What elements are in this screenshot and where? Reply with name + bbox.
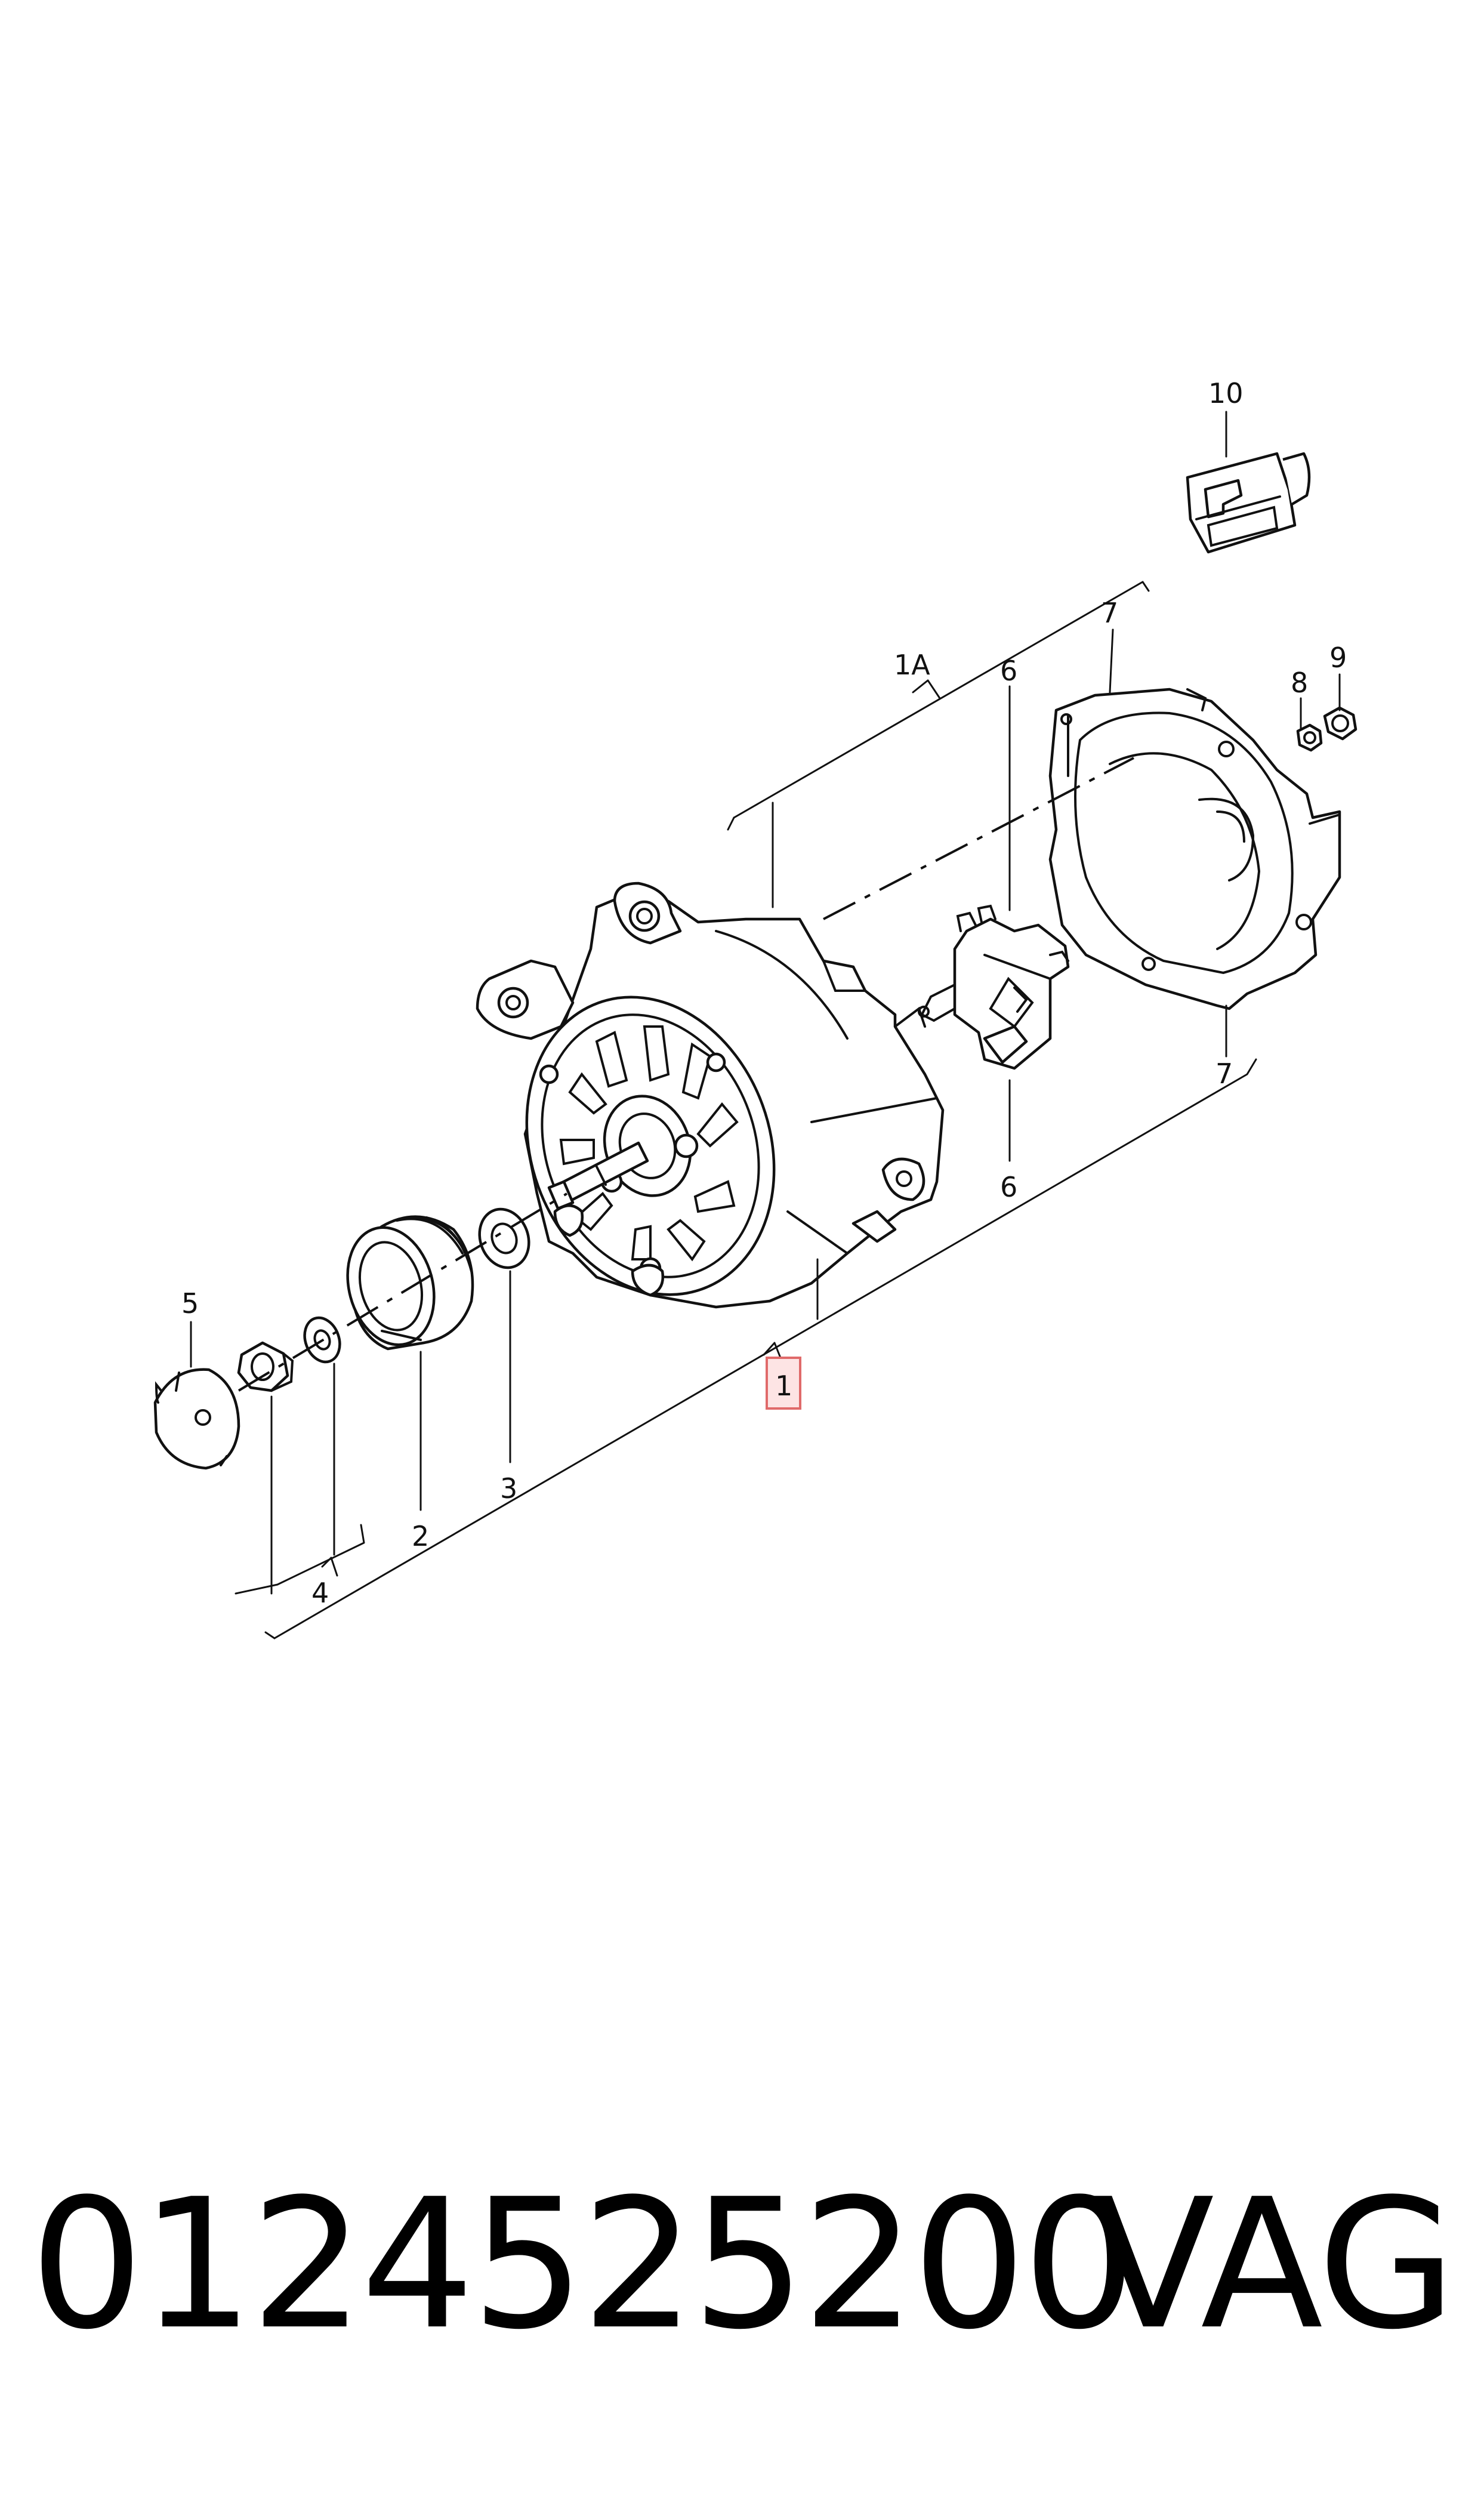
part-cap (153, 1368, 240, 1470)
axis-line-lower (237, 1192, 568, 1392)
callout-10[interactable]: 10 (1208, 377, 1244, 409)
part-pulley (346, 1215, 474, 1351)
callout-1a[interactable]: 1A (894, 649, 930, 681)
part-alternator (476, 882, 945, 1309)
footer: 0124525200 VAG (30, 2166, 1462, 2363)
callout-8[interactable]: 8 (1291, 667, 1308, 699)
callout-5[interactable]: 5 (181, 1287, 199, 1320)
callout-9[interactable]: 9 (1329, 642, 1347, 674)
part-nut (237, 1341, 294, 1392)
callout-7-top[interactable]: 7 (1101, 597, 1118, 629)
part-nut-9 (1323, 706, 1357, 741)
axis-line-upper (823, 757, 1134, 920)
callout-6-bottom[interactable]: 6 (1000, 1171, 1017, 1203)
part-regulator (918, 904, 1070, 1070)
part-spacer-ring (478, 1207, 530, 1269)
part-connector (1186, 452, 1311, 554)
brand-label: VAG (1092, 2160, 1456, 2369)
callout-7-bottom[interactable]: 7 (1215, 1058, 1233, 1090)
callout-1[interactable]: 1 (775, 1370, 792, 1402)
part-nut-8 (1296, 723, 1323, 752)
callout-6-top[interactable]: 6 (1000, 655, 1017, 687)
diagram-canvas: 10 9 8 7 1A 6 7 6 1 5 3 2 4 (153, 377, 1357, 1639)
selected-part-highlight[interactable] (766, 1357, 801, 1410)
part-number: 0124525200 (30, 2160, 1137, 2369)
callout-3[interactable]: 3 (500, 1472, 517, 1505)
callout-4[interactable]: 4 (311, 1577, 329, 1609)
callout-2[interactable]: 2 (412, 1520, 429, 1552)
part-rear-cover (1048, 688, 1341, 1010)
